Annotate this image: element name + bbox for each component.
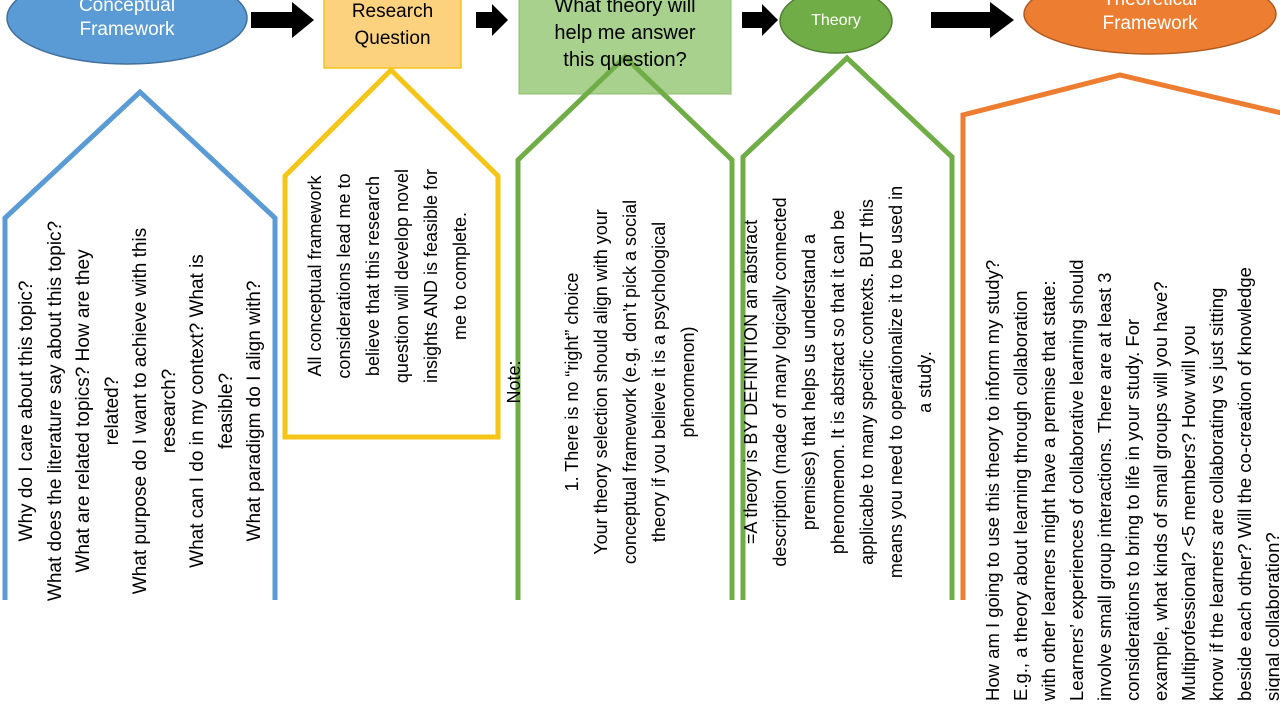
title-line: Framework [79,19,175,40]
text-line: E.g., a theory about learning through co… [1010,290,1031,701]
text-line: example, what kinds of small groups will… [1150,281,1171,701]
text-line: 1. There is no “right” choice [562,272,582,492]
text-line: involve small group interactions. There … [1094,272,1115,701]
text-line: know if the learners are collaborating v… [1206,287,1227,701]
title-line: What theory will [554,0,696,17]
theoretical-framework-ellipse [1023,0,1277,55]
arrow-icon [931,2,1014,38]
arrow-icon [476,4,508,36]
title-line: Question [354,28,431,49]
title-line: Theoretical [1102,0,1197,12]
text-line: All conceptual framework [305,175,325,377]
text-line: applicable to many specific contexts. BU… [857,199,877,565]
conceptual-framework-title: Conceptual Framework [27,0,227,46]
what-theory-title: What theory will help me answer this que… [519,0,731,88]
research-panel-outline [282,66,501,440]
theoretical-framework-title: Theoretical Framework [1040,0,1260,40]
text-line: What can I do in my context? What is [187,254,208,568]
text-line: conceptual framework (e.g, don’t pick a … [620,199,640,565]
text-line: phenomenon. It is abstract so that it ca… [828,209,848,555]
research-question-title: Research Question [324,0,461,60]
text-line: What purpose do I want to achieve with t… [130,227,151,595]
text-line: with other learners might have a premise… [1038,280,1059,701]
theory-panel-outline [740,54,955,600]
text-line: theory if you believe it is a psychologi… [649,221,669,543]
theory-panel-text: =A theory is BY DEFINITION an abstract d… [733,132,937,632]
research-panel-text: All conceptual framework considerations … [291,131,491,421]
text-line: What are related topics? How are they [73,249,94,573]
text-line: How am I going to use this theory to inf… [982,259,1003,701]
text-line: Note: [504,360,524,404]
text-line: premises) that helps us understand a [799,233,819,531]
text-line: description (made of many logically conn… [770,197,790,567]
conceptual-panel-text: Why do I care about this topic? What doe… [7,106,273,716]
text-line: believe that this research [363,175,383,377]
arrow-icon [251,2,314,38]
text-line: me to complete. [450,211,470,341]
theoretical-panel-text: How am I going to use this theory to inf… [977,141,1280,701]
title-line: help me answer [554,21,696,44]
flow-diagram [2,0,1280,600]
research-question-box [323,0,462,69]
text-line: Multiprofessional? <5 members? How will … [1178,325,1199,701]
text-line: means you need to operationalize it to b… [886,185,906,579]
text-line: phenomenon) [678,326,698,438]
text-line: =A theory is BY DEFINITION an abstract [741,219,761,545]
text-line: research? [158,368,180,454]
title-line: Framework [1102,13,1198,34]
what-theory-box [518,0,732,95]
arrow-icon [742,4,778,36]
conceptual-panel-outline [2,88,278,600]
text-line: a study. [915,351,935,413]
theory-ellipse [779,0,893,54]
title-line: Research [351,1,434,22]
text-line: signal collaboration? [1262,532,1280,701]
theory-title: Theory [780,6,892,36]
text-line: beside each other? Will the co-creation … [1234,267,1255,701]
text-line: Your theory selection should align with … [591,209,611,555]
text-line: related? [101,376,123,446]
note-panel-outline [515,53,735,600]
text-line: Learners’ experiences of collaborative l… [1066,259,1087,701]
text-line: Why do I care about this topic? [16,280,37,542]
text-line [529,142,558,622]
text-line: question will develop novel [392,168,412,384]
title-line: this question? [563,48,687,71]
note-panel-text: Note: 1. There is no “right” choice Your… [496,142,700,622]
text-line: considerations lead me to [334,173,354,379]
title-line: Theory [811,12,861,29]
text-line: feasible? [215,372,237,450]
text-line: What paradigm do I align with? [244,280,265,542]
theoretical-panel-outline [960,72,1280,600]
title-line: Conceptual [78,0,176,16]
text-line: What does the literature say about this … [44,220,66,602]
text-line: considerations to bring to life in your … [1122,318,1143,701]
text-line: insights AND is feasible for [421,168,441,384]
conceptual-framework-ellipse [6,0,248,65]
